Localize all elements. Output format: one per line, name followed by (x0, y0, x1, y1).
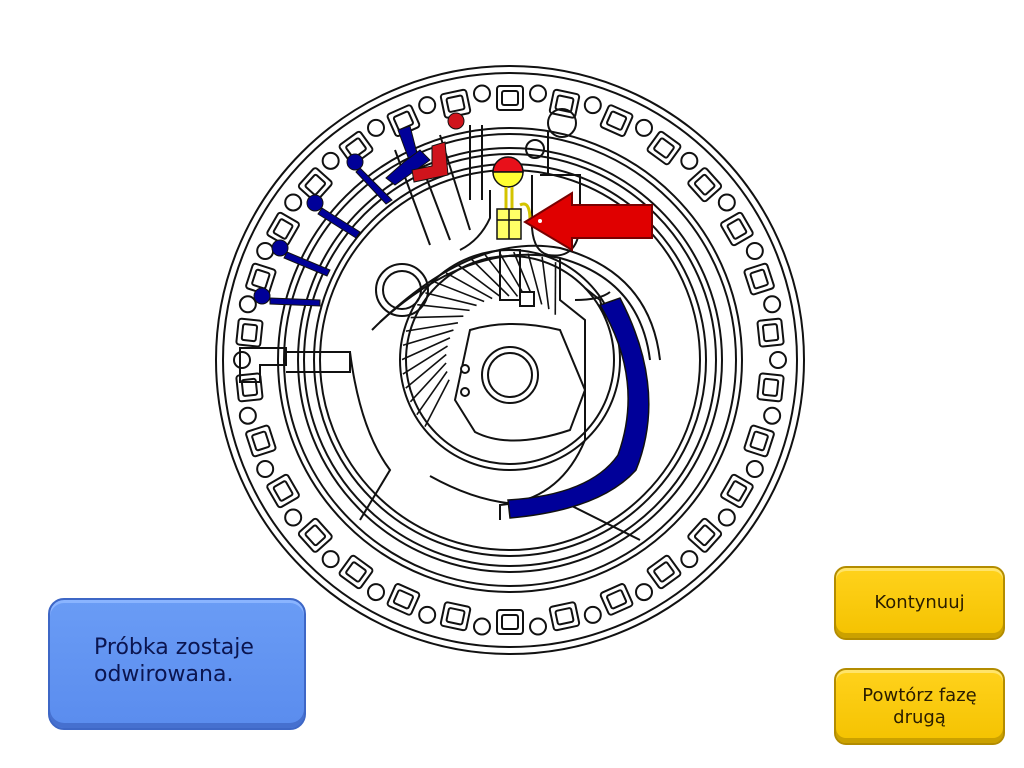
chamber-port (472, 617, 491, 636)
peripheral-chamber (439, 601, 472, 632)
metering-channel (424, 379, 450, 427)
metering-channel (484, 254, 519, 297)
peripheral-chamber (743, 262, 775, 296)
peripheral-chamber (548, 88, 581, 119)
peripheral-chamber (266, 473, 300, 509)
chamber-port (238, 295, 257, 314)
peripheral-chamber (496, 609, 524, 635)
chamber-port (233, 351, 251, 369)
chamber-port (418, 605, 437, 624)
chamber-port (321, 550, 340, 569)
info-text: Próbka zostaje odwirowana. (94, 635, 254, 687)
chamber-port (418, 96, 437, 115)
chamber-port (472, 84, 491, 103)
chamber-port (529, 617, 548, 636)
chamber-port (529, 84, 548, 103)
peripheral-chamber (687, 517, 723, 553)
chamber-ring-inner-boundary (277, 127, 743, 593)
arrow-left-icon (523, 191, 653, 252)
peripheral-chambers (233, 84, 787, 636)
peripheral-chamber (297, 167, 333, 203)
reagent-channels-filled (253, 125, 431, 307)
chamber-port (769, 351, 787, 369)
peripheral-chamber (338, 130, 374, 166)
metering-channel (402, 345, 448, 375)
chamber-port (583, 605, 602, 624)
chamber-port (717, 193, 736, 212)
chamber-port (745, 241, 764, 260)
chamber-port (367, 583, 385, 602)
chamber-port (321, 151, 340, 170)
chamber-port (680, 151, 699, 170)
chamber-port (284, 193, 303, 212)
chamber-port (717, 508, 736, 527)
metering-channel (401, 337, 451, 361)
peripheral-chamber (743, 424, 775, 458)
chamber-port (635, 118, 653, 137)
peripheral-chamber (338, 554, 374, 590)
metering-channel (445, 272, 493, 300)
metering-channel (470, 258, 510, 297)
metering-channel (425, 292, 477, 307)
peripheral-chamber (439, 88, 472, 119)
repeat-phase-two-button[interactable]: Powtórz fazę drugą (834, 668, 1005, 745)
metering-channel (405, 353, 447, 389)
chamber-port (635, 583, 653, 602)
metering-channel (434, 281, 485, 303)
peripheral-chamber (496, 85, 524, 111)
chamber-port (745, 460, 764, 479)
metering-channel (409, 362, 447, 403)
peripheral-chamber (297, 517, 333, 553)
metering-channels (401, 251, 557, 427)
peripheral-chamber (646, 554, 682, 590)
peripheral-chamber (386, 583, 421, 616)
metering-channel (416, 371, 448, 416)
peripheral-chamber (756, 372, 785, 403)
chamber-port (238, 406, 257, 425)
peripheral-chamber (599, 583, 634, 616)
continue-button[interactable]: Kontynuuj (834, 566, 1005, 640)
peripheral-chamber (646, 130, 682, 166)
peripheral-chamber (548, 601, 581, 632)
chamber-port (284, 508, 303, 527)
peripheral-chamber (599, 104, 634, 137)
peripheral-chamber (720, 473, 754, 509)
reagent-chamber-filled (507, 297, 650, 519)
peripheral-chamber (386, 104, 421, 137)
info-box: Próbka zostaje odwirowana. (48, 598, 306, 730)
chamber-port (367, 118, 385, 137)
chamber-port (256, 460, 275, 479)
peripheral-chamber (235, 317, 264, 348)
sample-inlet-highlight (492, 156, 532, 240)
metering-channel (410, 315, 464, 319)
metering-channel (541, 256, 550, 310)
metering-channel (417, 303, 470, 312)
metering-channel (498, 252, 527, 299)
peripheral-chamber (245, 424, 277, 458)
peripheral-chamber (245, 262, 277, 296)
disc-outer-rim (215, 65, 805, 655)
chamber-port (680, 550, 699, 569)
metering-channel (527, 253, 543, 305)
chamber-port (763, 406, 782, 425)
metering-channel (405, 321, 459, 332)
peripheral-chamber (687, 167, 723, 203)
chamber-port (583, 96, 602, 115)
chamber-port (763, 295, 782, 314)
metering-channel (402, 329, 454, 347)
peripheral-chamber (266, 211, 300, 247)
peripheral-chamber (756, 317, 785, 348)
chamber-port (256, 241, 275, 260)
peripheral-chamber (235, 372, 264, 403)
metering-channel (457, 264, 501, 298)
sample-fluid-red (411, 112, 465, 183)
peripheral-chamber (720, 211, 754, 247)
